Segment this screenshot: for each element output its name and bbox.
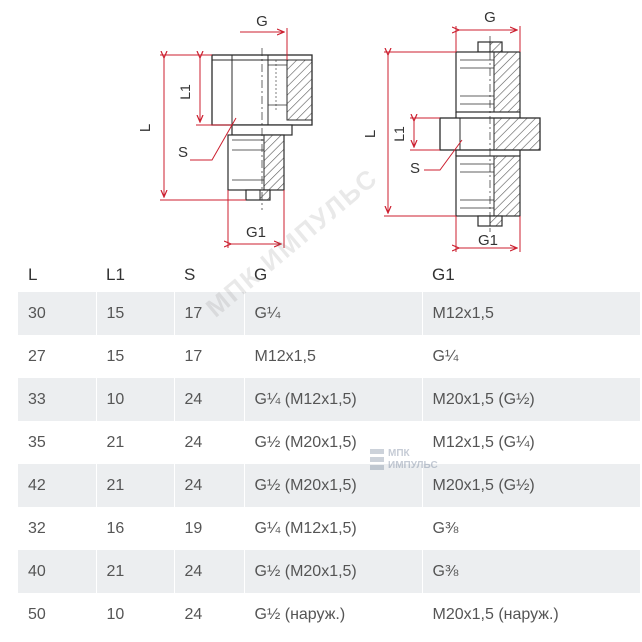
- cell-l1: 10: [96, 378, 175, 421]
- cell-g1: G⅜: [422, 550, 640, 593]
- left-dim-l-label: L: [137, 124, 154, 132]
- cell-g1: M12x1,5 (G¼): [422, 421, 640, 464]
- right-dim-g1-label: G1: [478, 232, 498, 249]
- cell-l: 27: [18, 335, 97, 378]
- cell-g: G¼: [244, 292, 423, 335]
- header-g: G: [254, 265, 268, 284]
- cell-g1: G¼: [422, 335, 640, 378]
- cell-l: 50: [18, 593, 97, 636]
- cell-s: 17: [174, 335, 245, 378]
- right-dim-l1-label: L1: [391, 126, 407, 142]
- header-l: L: [28, 265, 38, 284]
- left-dim-g-label: G: [256, 13, 268, 30]
- cell-g1: M20x1,5 (наруж.): [422, 593, 640, 636]
- cell-g: G½ (M20x1,5): [244, 550, 423, 593]
- left-fitting-drawing: L L1 S G G1: [137, 13, 313, 248]
- right-fitting-drawing: L L1 S G G1: [362, 9, 541, 252]
- cell-g1: M20x1,5 (G½): [422, 464, 640, 507]
- technical-drawing: L L1 S G G1: [137, 9, 541, 252]
- cell-s: 19: [174, 507, 245, 550]
- cell-l: 32: [18, 507, 97, 550]
- cell-l: 30: [18, 292, 97, 335]
- cell-l1: 21: [96, 464, 175, 507]
- cell-l1: 15: [96, 292, 175, 335]
- cell-s: 24: [174, 421, 245, 464]
- cell-g: G¼ (M12x1,5): [244, 378, 423, 421]
- cell-s: 24: [174, 550, 245, 593]
- header-row: L L1 S G G1: [18, 258, 640, 292]
- cell-l1: 21: [96, 421, 175, 464]
- cell-l1: 16: [96, 507, 175, 550]
- right-dim-s-label: S: [410, 160, 420, 177]
- cell-l: 40: [18, 550, 97, 593]
- cell-g: G½ (наруж.): [244, 593, 423, 636]
- cell-l: 33: [18, 378, 97, 421]
- header-l1: L1: [106, 265, 125, 284]
- cell-g: M12x1,5: [244, 335, 423, 378]
- cell-s: 24: [174, 378, 245, 421]
- cell-s: 17: [174, 292, 245, 335]
- cell-g: G½ (M20x1,5): [244, 464, 423, 507]
- cell-g1: M12x1,5: [422, 292, 640, 335]
- cell-l: 35: [18, 421, 97, 464]
- right-dim-g-label: G: [484, 9, 496, 26]
- left-dim-s-label: S: [178, 144, 188, 161]
- cell-g: G½ (M20x1,5): [244, 421, 423, 464]
- right-dim-l-label: L: [362, 130, 379, 138]
- cell-s: 24: [174, 593, 245, 636]
- cell-l1: 21: [96, 550, 175, 593]
- cell-l: 42: [18, 464, 97, 507]
- cell-s: 24: [174, 464, 245, 507]
- cell-g1: G⅜: [422, 507, 640, 550]
- cell-l1: 10: [96, 593, 175, 636]
- cell-g: G¼ (M12x1,5): [244, 507, 423, 550]
- table-header: L L1 S G G1: [18, 258, 640, 292]
- header-g1: G1: [432, 265, 455, 284]
- header-s: S: [184, 265, 196, 284]
- cell-l1: 15: [96, 335, 175, 378]
- cell-g1: M20x1,5 (G½): [422, 378, 640, 421]
- left-dim-g1-label: G1: [246, 224, 266, 241]
- left-dim-l1-label: L1: [177, 84, 193, 100]
